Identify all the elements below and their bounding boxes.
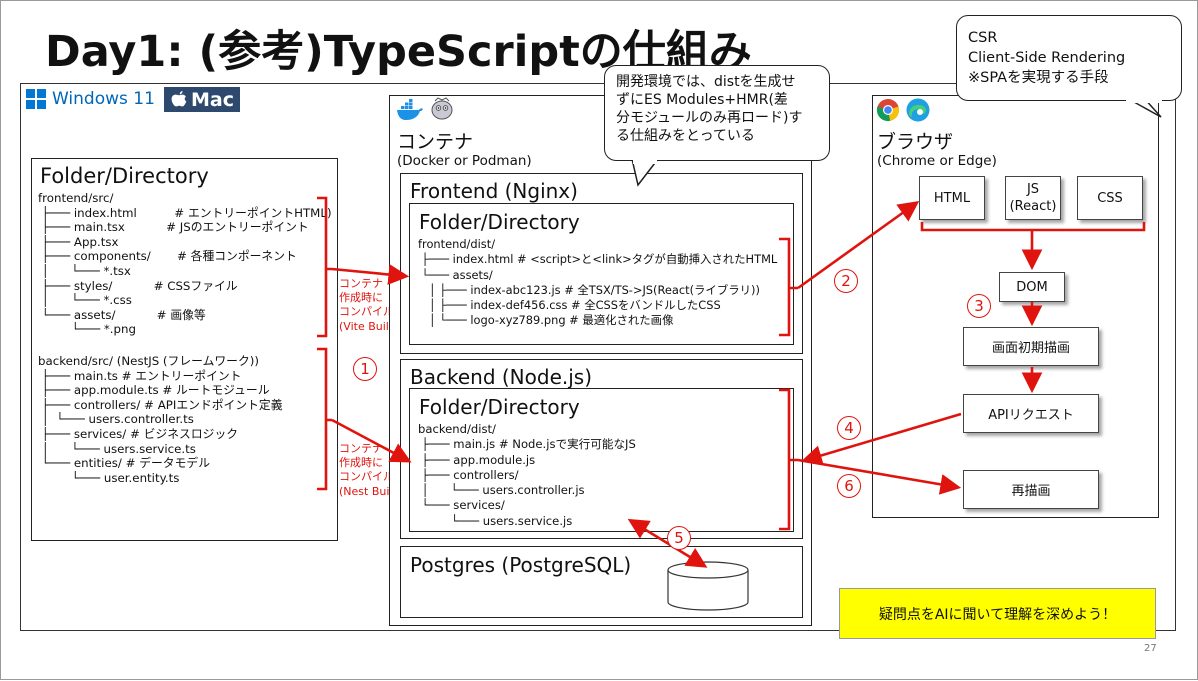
tip-box: 疑問点をAIに聞いて理解を深めよう！	[839, 588, 1156, 639]
frontend-dist-tree: frontend/dist/ ├─── index.html # <script…	[418, 237, 778, 328]
page-number: 27	[1144, 643, 1157, 654]
apple-logo-icon	[171, 90, 187, 106]
step-6-badge: 6	[837, 474, 861, 498]
vite-build-label: コンテナ 作成時に コンパイル (Vite Build)	[339, 277, 401, 333]
frontend-dist-heading: Folder/Directory	[419, 210, 580, 234]
frontend-src-tree: frontend/src/ ├─── index.html # エントリーポイン…	[38, 191, 332, 337]
browser-subtitle: (Chrome or Edge)	[877, 153, 997, 169]
docker-icon	[397, 99, 423, 120]
windows-badge: Windows 11	[25, 87, 155, 111]
chrome-icon	[876, 99, 900, 121]
podman-icon	[431, 97, 453, 120]
step-1-badge: 1	[353, 357, 377, 381]
csr-callout-tail-cover	[1126, 98, 1162, 103]
dev-env-callout: 開発環境では、distを生成せ ずにES Modules+HMR(差 分モジュー…	[604, 65, 830, 161]
frontend-dist-box: Folder/Directory frontend/dist/ ├─── ind…	[409, 203, 794, 345]
step-3-badge: 3	[967, 294, 991, 318]
rerender-node: 再描画	[963, 470, 1099, 509]
windows-label: Windows 11	[52, 89, 155, 109]
js-react-node: JS (React)	[1005, 176, 1061, 220]
step-5-badge: 5	[667, 526, 691, 550]
edge-icon	[906, 98, 930, 122]
initial-render-node: 画面初期描画	[963, 327, 1099, 366]
css-node: CSS	[1077, 176, 1143, 220]
tip-text: 疑問点をAIに聞いて理解を深めよう！	[878, 606, 1117, 623]
html-node: HTML	[919, 176, 985, 220]
mac-badge: Mac	[164, 87, 240, 112]
mac-label: Mac	[191, 88, 234, 111]
container-subtitle: (Docker or Podman)	[397, 153, 532, 169]
backend-dist-box: Folder/Directory backend/dist/ ├─── main…	[409, 388, 794, 532]
dom-node: DOM	[999, 272, 1065, 302]
dev-callout-tail	[631, 158, 659, 187]
step-4-badge: 4	[837, 416, 861, 440]
backend-src-tree: backend/src/ (NestJS (フレームワーク)) ├─── mai…	[38, 354, 283, 485]
source-folder-box: Folder/Directory frontend/src/ ├─── inde…	[31, 158, 338, 541]
step-2-badge: 2	[834, 269, 858, 293]
database-icon	[667, 561, 749, 611]
source-folder-heading: Folder/Directory	[40, 164, 209, 188]
dev-callout-tail-cover	[633, 158, 657, 164]
backend-node-title: Backend (Node.js)	[410, 365, 593, 389]
windows-logo-icon	[26, 89, 46, 109]
postgres-title: Postgres (PostgreSQL)	[410, 553, 632, 577]
backend-dist-heading: Folder/Directory	[419, 395, 580, 419]
frontend-nginx-title: Frontend (Nginx)	[410, 179, 578, 203]
api-request-node: APIリクエスト	[963, 394, 1099, 433]
csr-callout: CSR Client-Side Rendering ※SPAを実現する手段	[956, 15, 1182, 101]
container-title: コンテナ	[397, 131, 474, 153]
backend-dist-tree: backend/dist/ ├─── main.js # Node.jsで実行可…	[418, 422, 636, 528]
browser-title: ブラウザ	[877, 131, 954, 153]
